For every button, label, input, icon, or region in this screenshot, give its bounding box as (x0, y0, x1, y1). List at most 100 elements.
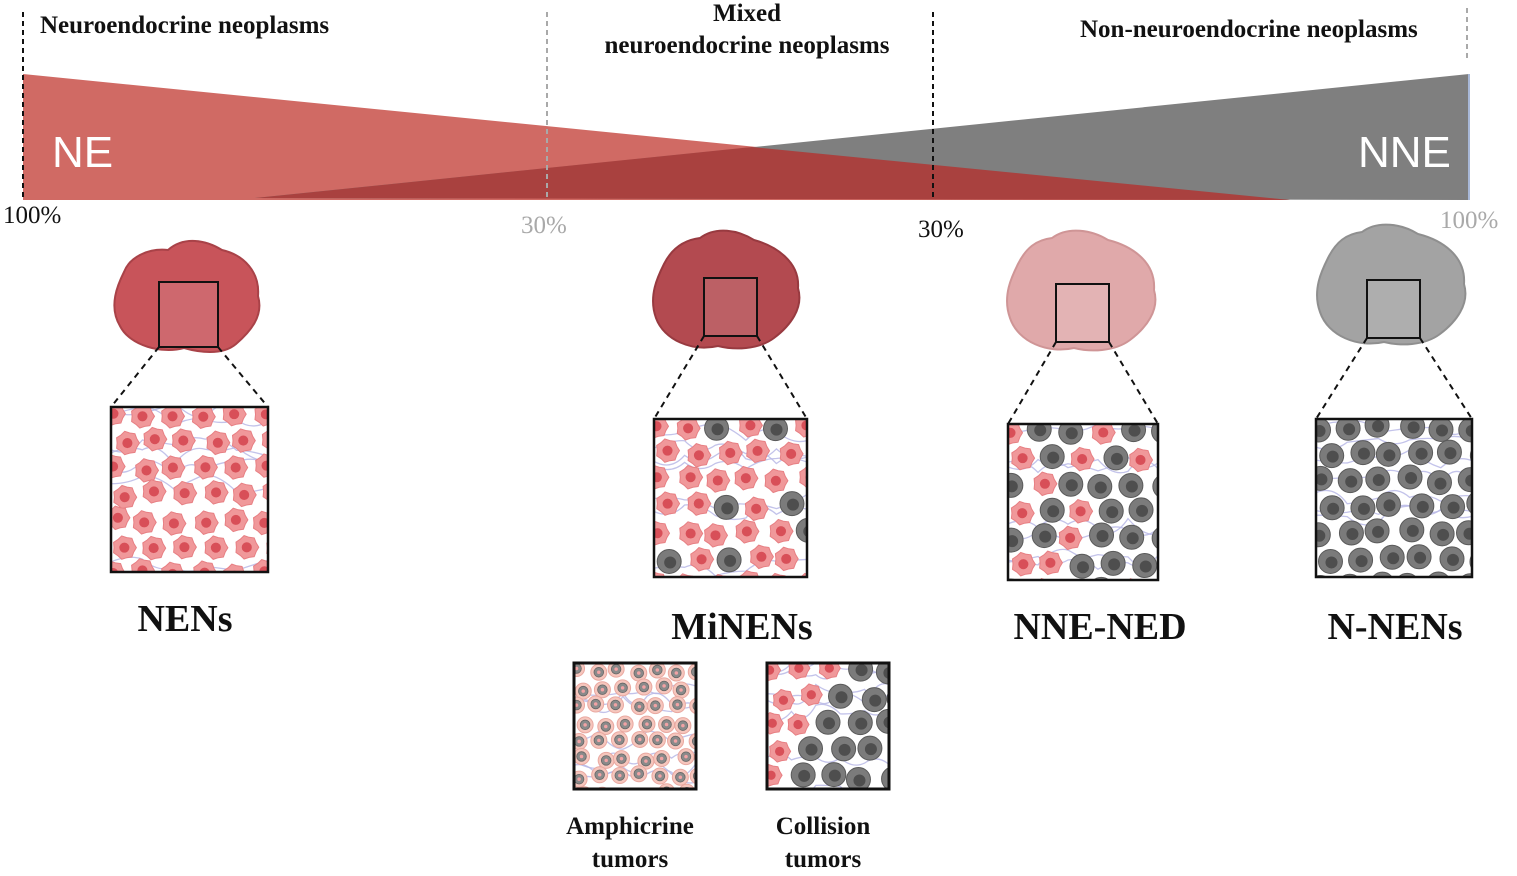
ne-cell (193, 560, 217, 572)
ne-cell-nucleus (654, 472, 662, 483)
ne-cell-nucleus (1077, 454, 1088, 465)
ne-cell-nucleus (1128, 585, 1138, 595)
amphicrine-cell-granule (636, 671, 641, 675)
ne-cell-nucleus (290, 568, 300, 578)
nne-cell (886, 691, 889, 707)
nne-cell-nucleus (770, 423, 783, 436)
ne-cell (1161, 555, 1184, 578)
nne-cell-nucleus (1435, 424, 1448, 437)
amphicrine-cell-granule (701, 684, 705, 688)
ne-cell (287, 510, 310, 533)
nne-cell-nucleus (1315, 583, 1327, 595)
ne-cell-nucleus (269, 487, 279, 497)
amphicrine-cells (574, 663, 710, 802)
nne-cell (1008, 578, 1017, 580)
ne-cell-nucleus (273, 543, 283, 553)
nne-cell-nucleus (894, 694, 906, 706)
amphicrine-cell-nucleus (638, 791, 648, 801)
threshold-left-30: 30% (521, 212, 567, 239)
ne-cell-nucleus (259, 517, 268, 529)
nne-cell-nucleus (1008, 480, 1018, 493)
nne-cell-nucleus (1407, 421, 1420, 434)
ne-cell-nucleus (139, 517, 150, 528)
ne-cell-nucleus (149, 434, 160, 445)
nne-cell-nucleus (1434, 477, 1447, 490)
ne-cell-nucleus (122, 437, 133, 449)
amphicrine-cell-nucleus (700, 716, 710, 726)
nens-zoom-frame (158, 281, 219, 348)
ne-cell-nucleus (793, 719, 803, 730)
nne-cell-nucleus (1047, 451, 1060, 464)
nne-cell (1489, 412, 1513, 436)
ne-cell-nucleus (148, 486, 160, 497)
amphicrine-cell-granule (579, 754, 584, 759)
nne-cell (1428, 571, 1449, 577)
nne-cell-nucleus (1496, 419, 1508, 431)
ne-cell-nucleus (167, 411, 178, 422)
amphicrine-cell-granule (664, 722, 669, 727)
nne-cell-nucleus (1108, 558, 1121, 571)
nne-cell-nucleus (1405, 472, 1418, 485)
ne-cell (809, 493, 832, 516)
nne-cell-nucleus (1406, 524, 1419, 537)
nne-cell-nucleus (1372, 420, 1385, 433)
amphicrine-cell-nucleus (698, 792, 708, 802)
amphicrine-cell-granule (681, 723, 685, 728)
nne-cell-nucleus (869, 694, 882, 707)
ne-cell-nucleus (745, 420, 756, 431)
ne-cell (285, 456, 308, 479)
ne-cell-nucleus (179, 542, 190, 553)
n-nens-tumor-icon (1316, 223, 1467, 346)
non-neuroendocrine-neoplasms-label: Non-neuroendocrine neoplasms (1080, 16, 1418, 43)
nne-cell-nucleus (855, 664, 868, 677)
ne-cell-nucleus (241, 542, 252, 553)
ne-cell (131, 558, 155, 572)
amphicrine-cell-granule (614, 667, 618, 671)
nne-cell-nucleus (1463, 527, 1472, 540)
ne-cell-nucleus (654, 421, 662, 432)
nne-cell-nucleus (1477, 451, 1489, 463)
ne-cell-nucleus (815, 553, 825, 563)
ne-cell-nucleus (239, 489, 250, 500)
nne-cell-nucleus (1357, 502, 1370, 515)
amphicrine-cell-granule (618, 773, 622, 778)
ne-cell-nucleus (148, 543, 159, 554)
ne-cell-nucleus (293, 516, 303, 526)
amphicrine-cell-granule (703, 720, 707, 724)
nne-cell-nucleus (1345, 475, 1358, 488)
nne-cell-nucleus (855, 717, 868, 730)
nne-cell-nucleus (803, 525, 807, 537)
amphicrine-cell-granule (653, 703, 658, 708)
nne-cell-nucleus (1159, 586, 1171, 598)
neuroendocrine-neoplasms-label: Neuroendocrine neoplasms (40, 12, 330, 39)
ne-cell-nucleus (824, 663, 834, 673)
amphicrine-cell-granule (613, 703, 618, 707)
nne-cell-nucleus (721, 502, 734, 515)
nne-cell-nucleus (1126, 532, 1139, 545)
nne-cell (1063, 581, 1087, 605)
stroma-fiber (767, 703, 889, 721)
amphicrine-cell-granule (574, 666, 579, 671)
nne-cell-nucleus (1346, 528, 1359, 541)
ne-cell-nucleus (200, 462, 211, 473)
n-nens-zoom-frame (1366, 279, 1421, 339)
nne-cell-nucleus (1065, 427, 1078, 440)
nne-cell (1163, 448, 1187, 472)
nne-cell-nucleus (1433, 579, 1445, 591)
amphicrine-cell-granule (701, 795, 705, 799)
stroma-fiber (654, 504, 807, 521)
nne-cell-nucleus (1139, 560, 1152, 573)
nne-cell-nucleus (823, 717, 836, 730)
ne-cell-nucleus (683, 423, 694, 434)
ne-cell (261, 429, 268, 450)
ne-cell (806, 445, 807, 457)
nne-cell (1469, 448, 1472, 463)
ne-cell-nucleus (662, 445, 673, 456)
ne-cell-nucleus (651, 579, 661, 589)
nne-cell-nucleus (1094, 481, 1107, 494)
amphicrine-cell (658, 783, 675, 789)
ne-cell-nucleus (238, 435, 249, 446)
ne-cell-nucleus (137, 411, 148, 422)
ne-cell-nucleus (112, 512, 123, 523)
nne-cell-nucleus (838, 743, 851, 756)
